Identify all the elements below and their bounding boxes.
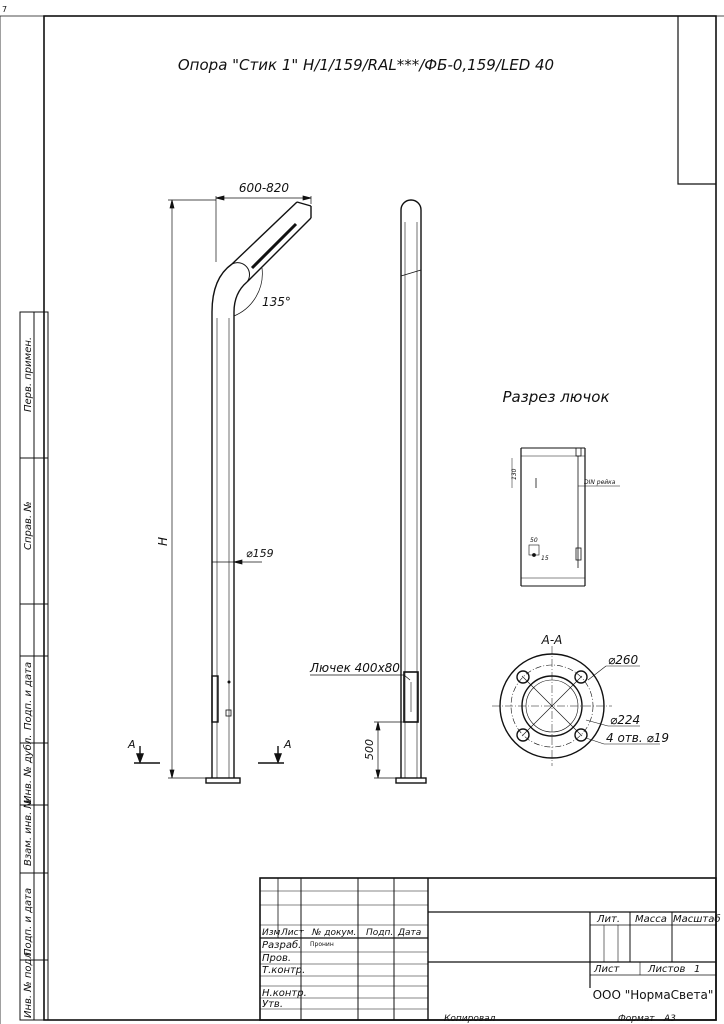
tb-list: Лист (593, 964, 621, 975)
stamp-podp-data-1: Подп. и дата (23, 662, 34, 730)
hatch-section-drawing (511, 447, 620, 587)
stamp-vzam-inv: Взам. инв. № (23, 798, 34, 866)
tb-header-list: Лист (280, 928, 305, 938)
angle-label: 135° (262, 295, 291, 309)
tb-format: Формат (618, 1014, 655, 1024)
tb-massa: Масса (635, 914, 667, 925)
side-stamp (19, 311, 49, 1021)
tb-header-data: Дата (397, 928, 421, 938)
stamp-perv-primen: Перв. примен. (23, 337, 34, 412)
dim-arm-width (215, 195, 312, 262)
tb-lit: Лит. (596, 914, 620, 925)
stamp-sprav: Справ. № (23, 501, 34, 550)
hatch-label: Лючек 400х80 (309, 661, 400, 675)
tb-developer-name: Пронин (310, 941, 334, 948)
diameter-label: ⌀159 (246, 547, 274, 560)
tb-format-value: А3 (663, 1014, 676, 1024)
tb-row-razrab: Разраб. (262, 939, 301, 951)
stamp-inv-podl: Инв. № подл. (23, 949, 34, 1018)
tb-header-doc: № докум. (311, 928, 356, 938)
stamp-podp-data-2: Подп. и дата (23, 888, 34, 956)
tb-listov-value: 1 (694, 964, 700, 975)
title-block-grid (259, 877, 717, 1021)
dim-angle (233, 267, 263, 317)
corner-mark: 7 (2, 5, 7, 14)
tb-row-prov: Пров. (262, 953, 291, 964)
stamp-inv-dubl: Инв. № дубл. (22, 735, 34, 803)
sheet-frame (0, 15, 724, 1024)
dim-diameter (212, 559, 262, 565)
hatch-height-label: 500 (363, 739, 376, 760)
tb-header-izm: Изм (262, 928, 281, 938)
height-label: Н (156, 537, 170, 546)
section-mark-left: А (127, 738, 136, 751)
din-rail-label: DIN рейка (584, 479, 616, 486)
dim-height (168, 199, 216, 779)
pole-front-view (205, 201, 312, 784)
flange-outer-label: ⌀260 (608, 653, 638, 667)
tb-listov: Листов (647, 964, 685, 975)
pole-side-view (395, 199, 427, 784)
drawing-title: Опора "Стик 1" Н/1/159/RAL***/ФБ-0,159/L… (178, 56, 554, 74)
flange-title: А-А (541, 633, 563, 647)
tb-row-nkontr: Н.контр. (262, 988, 307, 999)
dim-50-label: 50 (530, 537, 538, 544)
tb-row-utv: Утв. (262, 999, 283, 1010)
flange-drawing (492, 646, 612, 766)
dim-130-label: 130 (511, 468, 518, 480)
tb-copied: Копировал (444, 1014, 496, 1024)
dim-hatch-height (310, 674, 411, 779)
hatch-section-title: Разрез лючок (502, 388, 609, 406)
tb-company: ООО "НормаСвета" (593, 988, 714, 1002)
flange-holes-label: 4 отв. ⌀19 (606, 731, 669, 745)
arm-width-label: 600-820 (239, 181, 290, 195)
tb-masshtab: Масштаб (673, 913, 721, 925)
section-markers (134, 746, 284, 764)
flange-leaders (585, 665, 660, 745)
flange-bolt-circle-label: ⌀224 (610, 713, 640, 727)
tb-row-tkontr: Т.контр. (262, 965, 305, 976)
dim-15-label: 15 (541, 555, 549, 562)
section-mark-right: А (283, 738, 292, 751)
tb-header-podp: Подп. (366, 928, 393, 938)
